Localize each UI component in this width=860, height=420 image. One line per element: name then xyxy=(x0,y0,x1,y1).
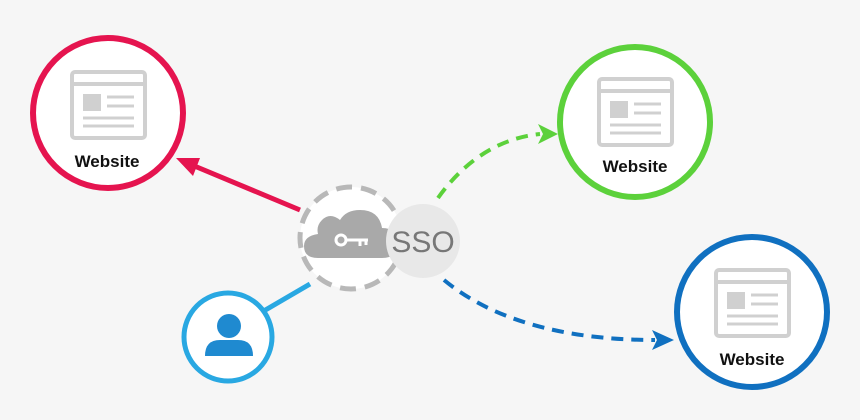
connector-user-line xyxy=(260,281,312,315)
key-icon xyxy=(334,233,368,247)
website-node-red[interactable]: Website xyxy=(30,35,186,191)
connector-green-dashed-arrow xyxy=(436,124,558,200)
website-label-blue: Website xyxy=(720,350,785,369)
website-label-green: Website xyxy=(603,157,668,176)
sso-hub: SSO xyxy=(297,184,460,292)
user-icon xyxy=(205,314,253,356)
browser-window-icon xyxy=(714,268,791,338)
connector-blue-dashed-arrow xyxy=(442,278,674,350)
connector-red-solid-arrow xyxy=(176,158,301,213)
user-node xyxy=(181,290,275,384)
browser-window-icon xyxy=(70,70,147,140)
website-label-red: Website xyxy=(75,152,140,171)
browser-window-icon xyxy=(597,77,674,147)
sso-label: SSO xyxy=(391,226,454,259)
website-node-blue[interactable]: Website xyxy=(674,234,830,390)
cloud-icon xyxy=(304,210,398,258)
sso-badge xyxy=(386,204,460,278)
website-node-green[interactable]: Website xyxy=(557,44,713,200)
